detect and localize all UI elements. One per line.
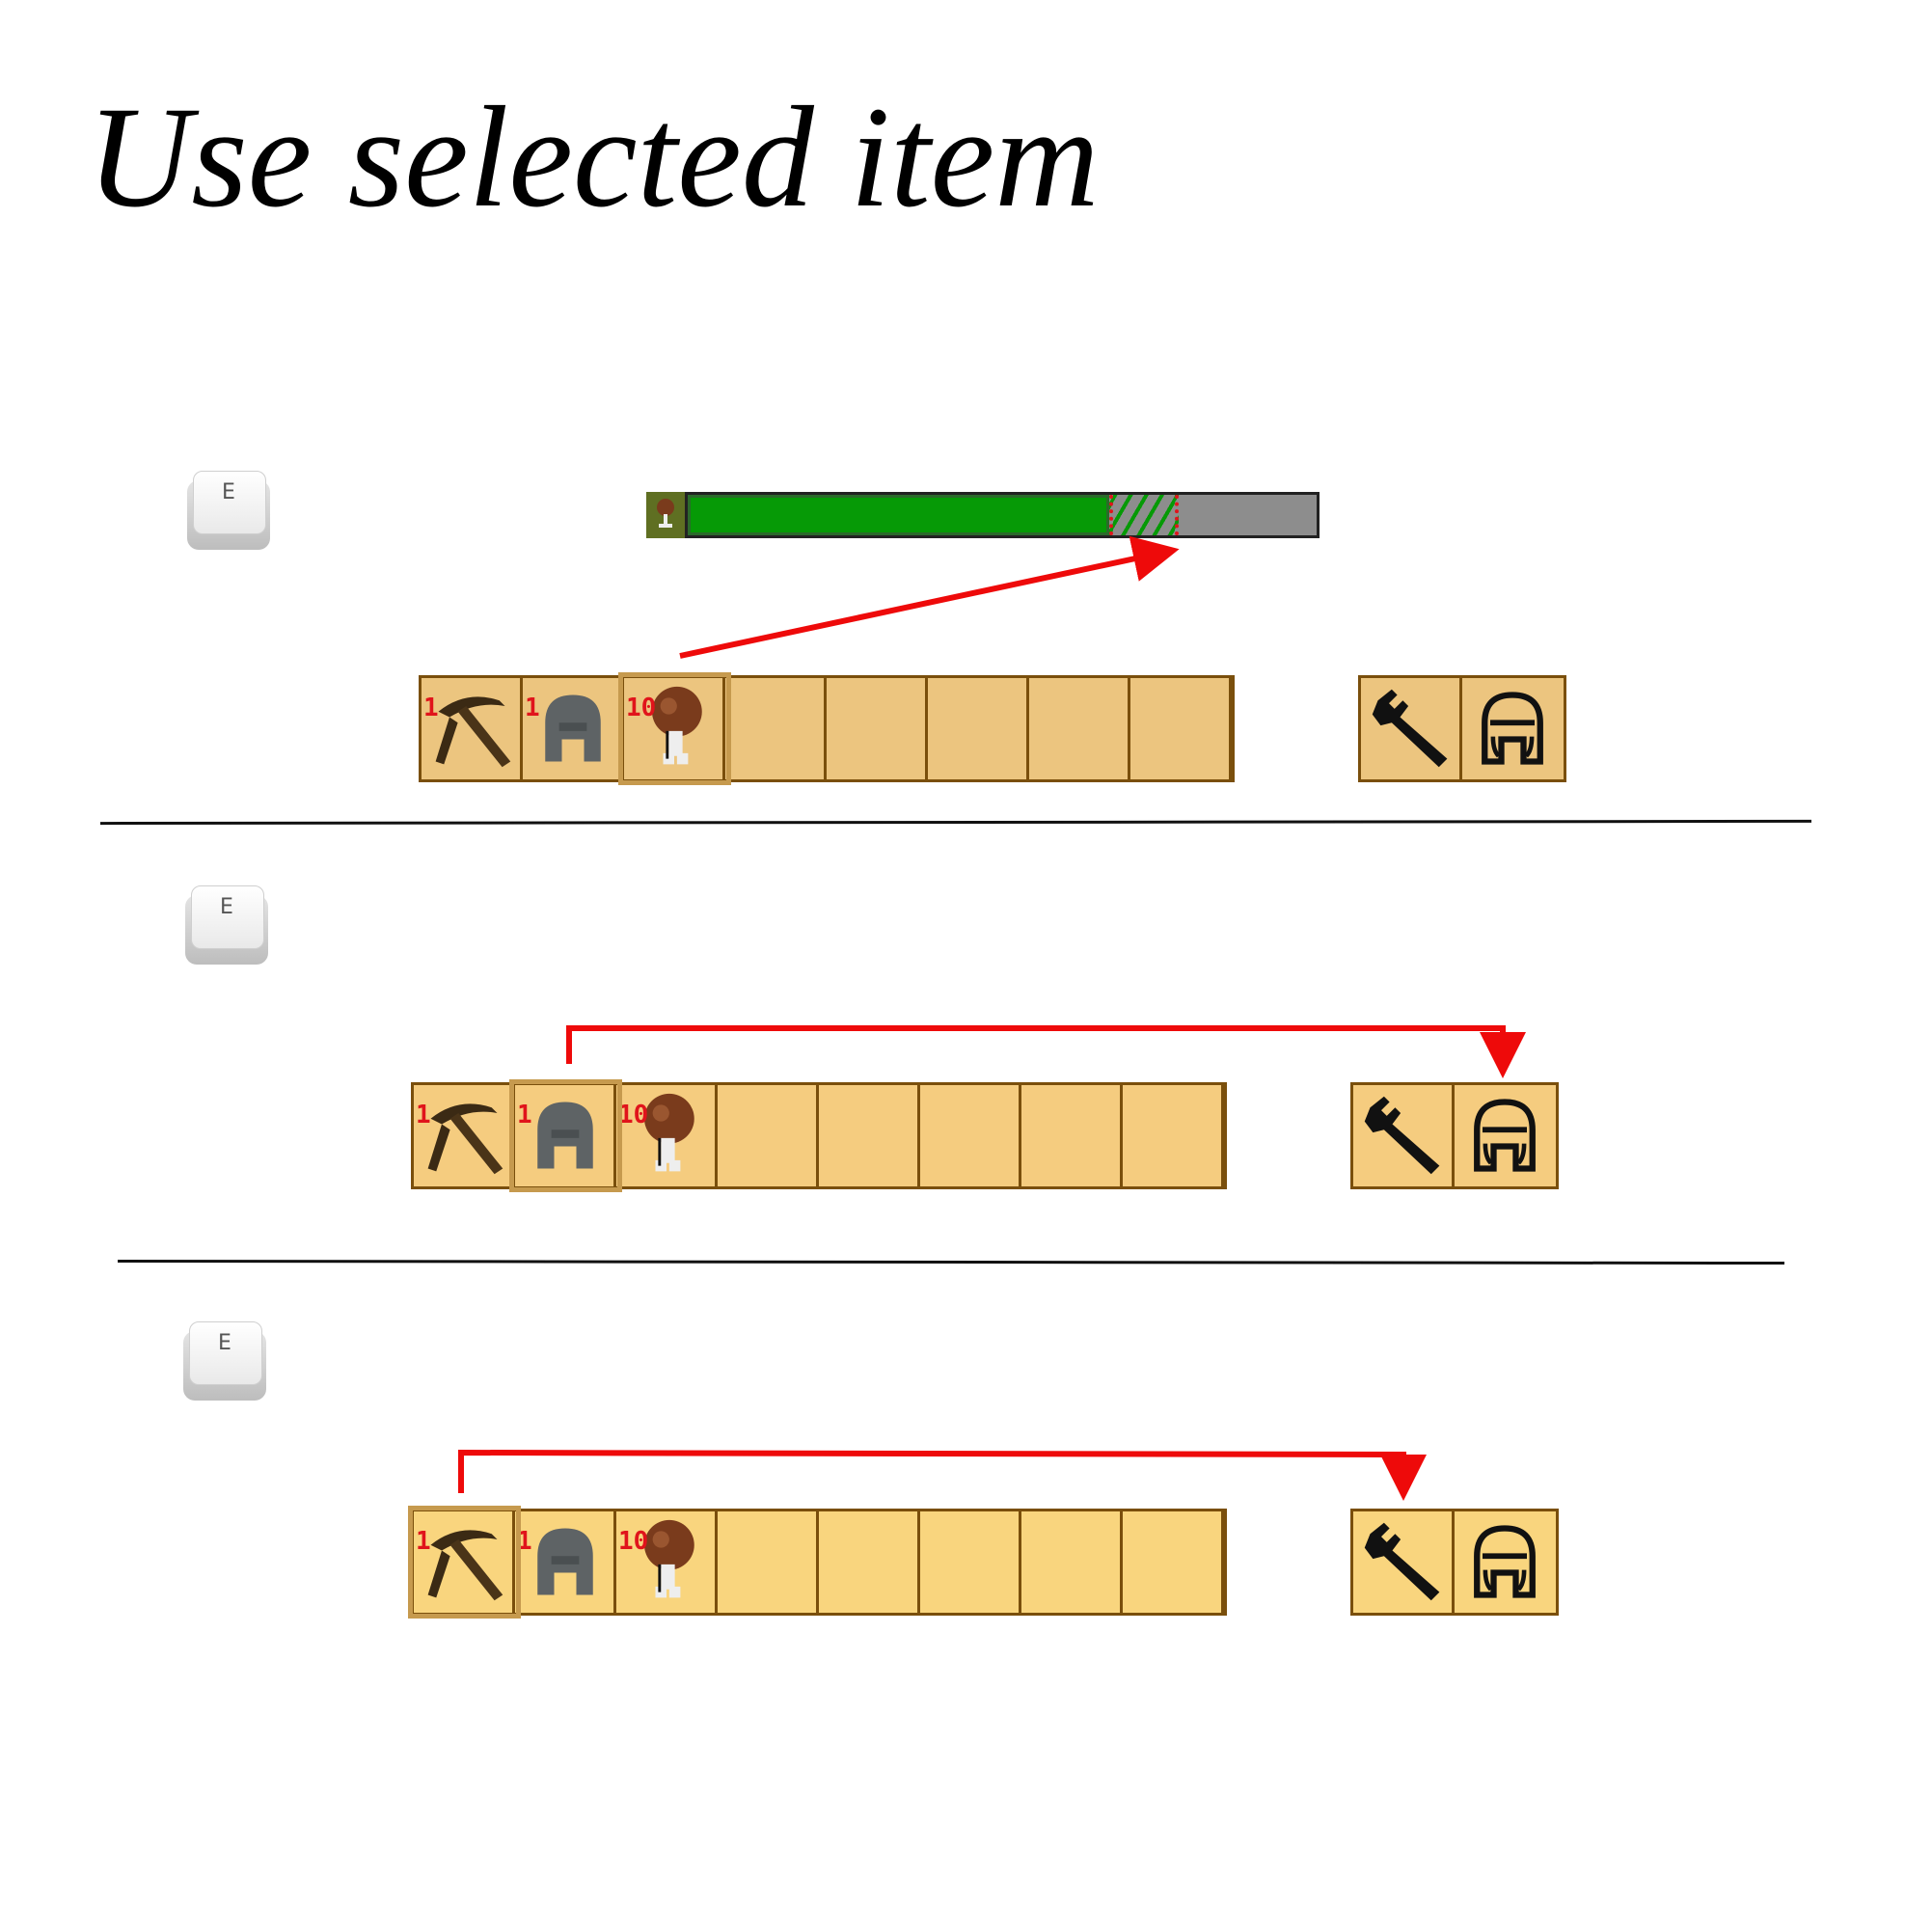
hotbar-slot-empty[interactable] <box>1021 1511 1123 1613</box>
slot-meat[interactable]: 10 <box>616 1085 718 1186</box>
hotbar-slot-empty[interactable] <box>819 1085 920 1186</box>
item-count: 1 <box>525 694 540 722</box>
hotbar-slot-empty[interactable] <box>1123 1085 1224 1186</box>
hotbar-slot-empty[interactable] <box>819 1511 920 1613</box>
selected-slot-highlight <box>509 1079 622 1192</box>
hunger-bar <box>646 492 1320 538</box>
hotbar-slot-empty[interactable] <box>725 678 827 779</box>
equipment-bar <box>1358 675 1566 782</box>
selected-slot-highlight <box>408 1506 521 1619</box>
hotbar-slot-empty[interactable] <box>920 1085 1021 1186</box>
hotbar-slot-empty[interactable] <box>928 678 1029 779</box>
equipment-bar <box>1350 1509 1559 1616</box>
equipment-armor-slot[interactable] <box>1455 1085 1556 1186</box>
equipment-tool-slot[interactable] <box>1353 1511 1455 1613</box>
slot-helmet[interactable]: 1 <box>515 1511 616 1613</box>
hotbar-slot-empty[interactable] <box>827 678 928 779</box>
slot-helmet[interactable]: 1 <box>523 678 624 779</box>
slot-pickaxe[interactable]: 1 <box>414 1085 515 1186</box>
hotbar-slot-empty[interactable] <box>1123 1511 1224 1613</box>
item-count: 1 <box>423 694 439 722</box>
slot-meat[interactable]: 10 <box>624 678 725 779</box>
hunger-fill <box>688 495 1109 535</box>
key-label: E <box>220 895 233 919</box>
equipment-tool-slot[interactable] <box>1353 1085 1455 1186</box>
selected-slot-highlight <box>618 672 731 785</box>
hotbar-slot-empty[interactable] <box>1021 1085 1123 1186</box>
hotbar-slot-empty[interactable] <box>1029 678 1130 779</box>
item-count: 10 <box>626 694 657 722</box>
e-key-icon: E <box>183 1321 266 1401</box>
item-count: 1 <box>517 1101 532 1129</box>
divider <box>117 1259 1785 1265</box>
e-key-icon: E <box>185 885 268 965</box>
arrow-to-armor-slot <box>566 1025 1526 1078</box>
item-count: 10 <box>618 1527 649 1556</box>
hunger-gain-preview <box>1109 495 1179 535</box>
item-count: 1 <box>416 1101 431 1129</box>
equipment-bar <box>1350 1082 1559 1189</box>
item-count: 10 <box>618 1101 649 1129</box>
key-label: E <box>218 1331 231 1355</box>
hunger-icon <box>646 492 685 538</box>
divider <box>99 819 1812 826</box>
hotbar-slot-empty[interactable] <box>1130 678 1232 779</box>
equipment-armor-slot[interactable] <box>1455 1511 1556 1613</box>
slot-pickaxe[interactable]: 1 <box>422 678 523 779</box>
e-key-icon: E <box>187 471 270 550</box>
equipment-tool-slot[interactable] <box>1361 678 1462 779</box>
hotbar-slot-empty[interactable] <box>920 1511 1021 1613</box>
arrow-to-tool-slot <box>458 1449 1427 1501</box>
hotbar-slot-empty[interactable] <box>718 1511 819 1613</box>
item-count: 1 <box>416 1527 431 1556</box>
hotbar: 1 1 10 <box>419 672 1235 785</box>
hotbar: 1 1 10 <box>411 1079 1227 1192</box>
page-title: Use selected item <box>87 77 1100 237</box>
key-label: E <box>222 480 235 504</box>
slot-helmet[interactable]: 1 <box>515 1085 616 1186</box>
hotbar-slot-empty[interactable] <box>718 1085 819 1186</box>
hunger-track <box>685 492 1320 538</box>
equipment-armor-slot[interactable] <box>1462 678 1564 779</box>
arrow-to-hunger <box>679 535 1180 659</box>
slot-pickaxe[interactable]: 1 <box>414 1511 515 1613</box>
slot-meat[interactable]: 10 <box>616 1511 718 1613</box>
